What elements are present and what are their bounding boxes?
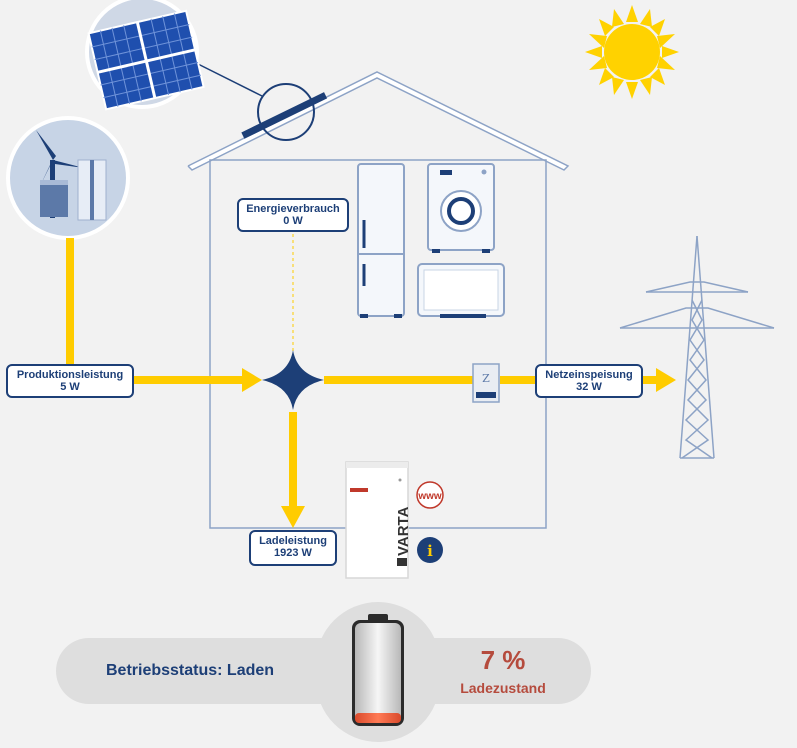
- svg-text:www: www: [417, 491, 442, 502]
- washing-machine-icon: [427, 163, 495, 253]
- meter-letter: Z: [482, 372, 490, 385]
- state-of-charge-value: 7 %: [480, 645, 526, 675]
- operating-status: Betriebsstatus: Laden: [106, 662, 275, 679]
- house-roof: [187, 71, 570, 171]
- solar-panel-icon: [85, 0, 205, 111]
- grid-feed-label: Netzeinspeisung 32 W: [535, 364, 643, 398]
- svg-text:i: i: [427, 542, 433, 560]
- info-button[interactable]: i: [417, 537, 443, 563]
- brand-label: VARTA: [395, 506, 412, 556]
- home-battery-unit: [345, 461, 409, 579]
- www-button[interactable]: www: [416, 481, 444, 509]
- consumption-label: Energieverbrauch 0 W: [237, 198, 349, 232]
- charging-label: Ladeleistung 1923 W: [249, 530, 337, 566]
- power-pylon-icon: [619, 235, 775, 459]
- tv-icon: [417, 263, 505, 318]
- flow-lines: [66, 234, 676, 528]
- battery-level-fill: [355, 713, 401, 723]
- wind-turbine-icon: [6, 116, 130, 240]
- energy-meter: [472, 363, 500, 403]
- flow-hub-icon: [262, 350, 324, 410]
- fridge-icon: [357, 163, 405, 318]
- battery-icon: [352, 614, 404, 726]
- state-of-charge-label: Ladezustand: [460, 680, 546, 696]
- sun-icon: [585, 5, 679, 99]
- production-label: Produktionsleistung 5 W: [6, 364, 134, 398]
